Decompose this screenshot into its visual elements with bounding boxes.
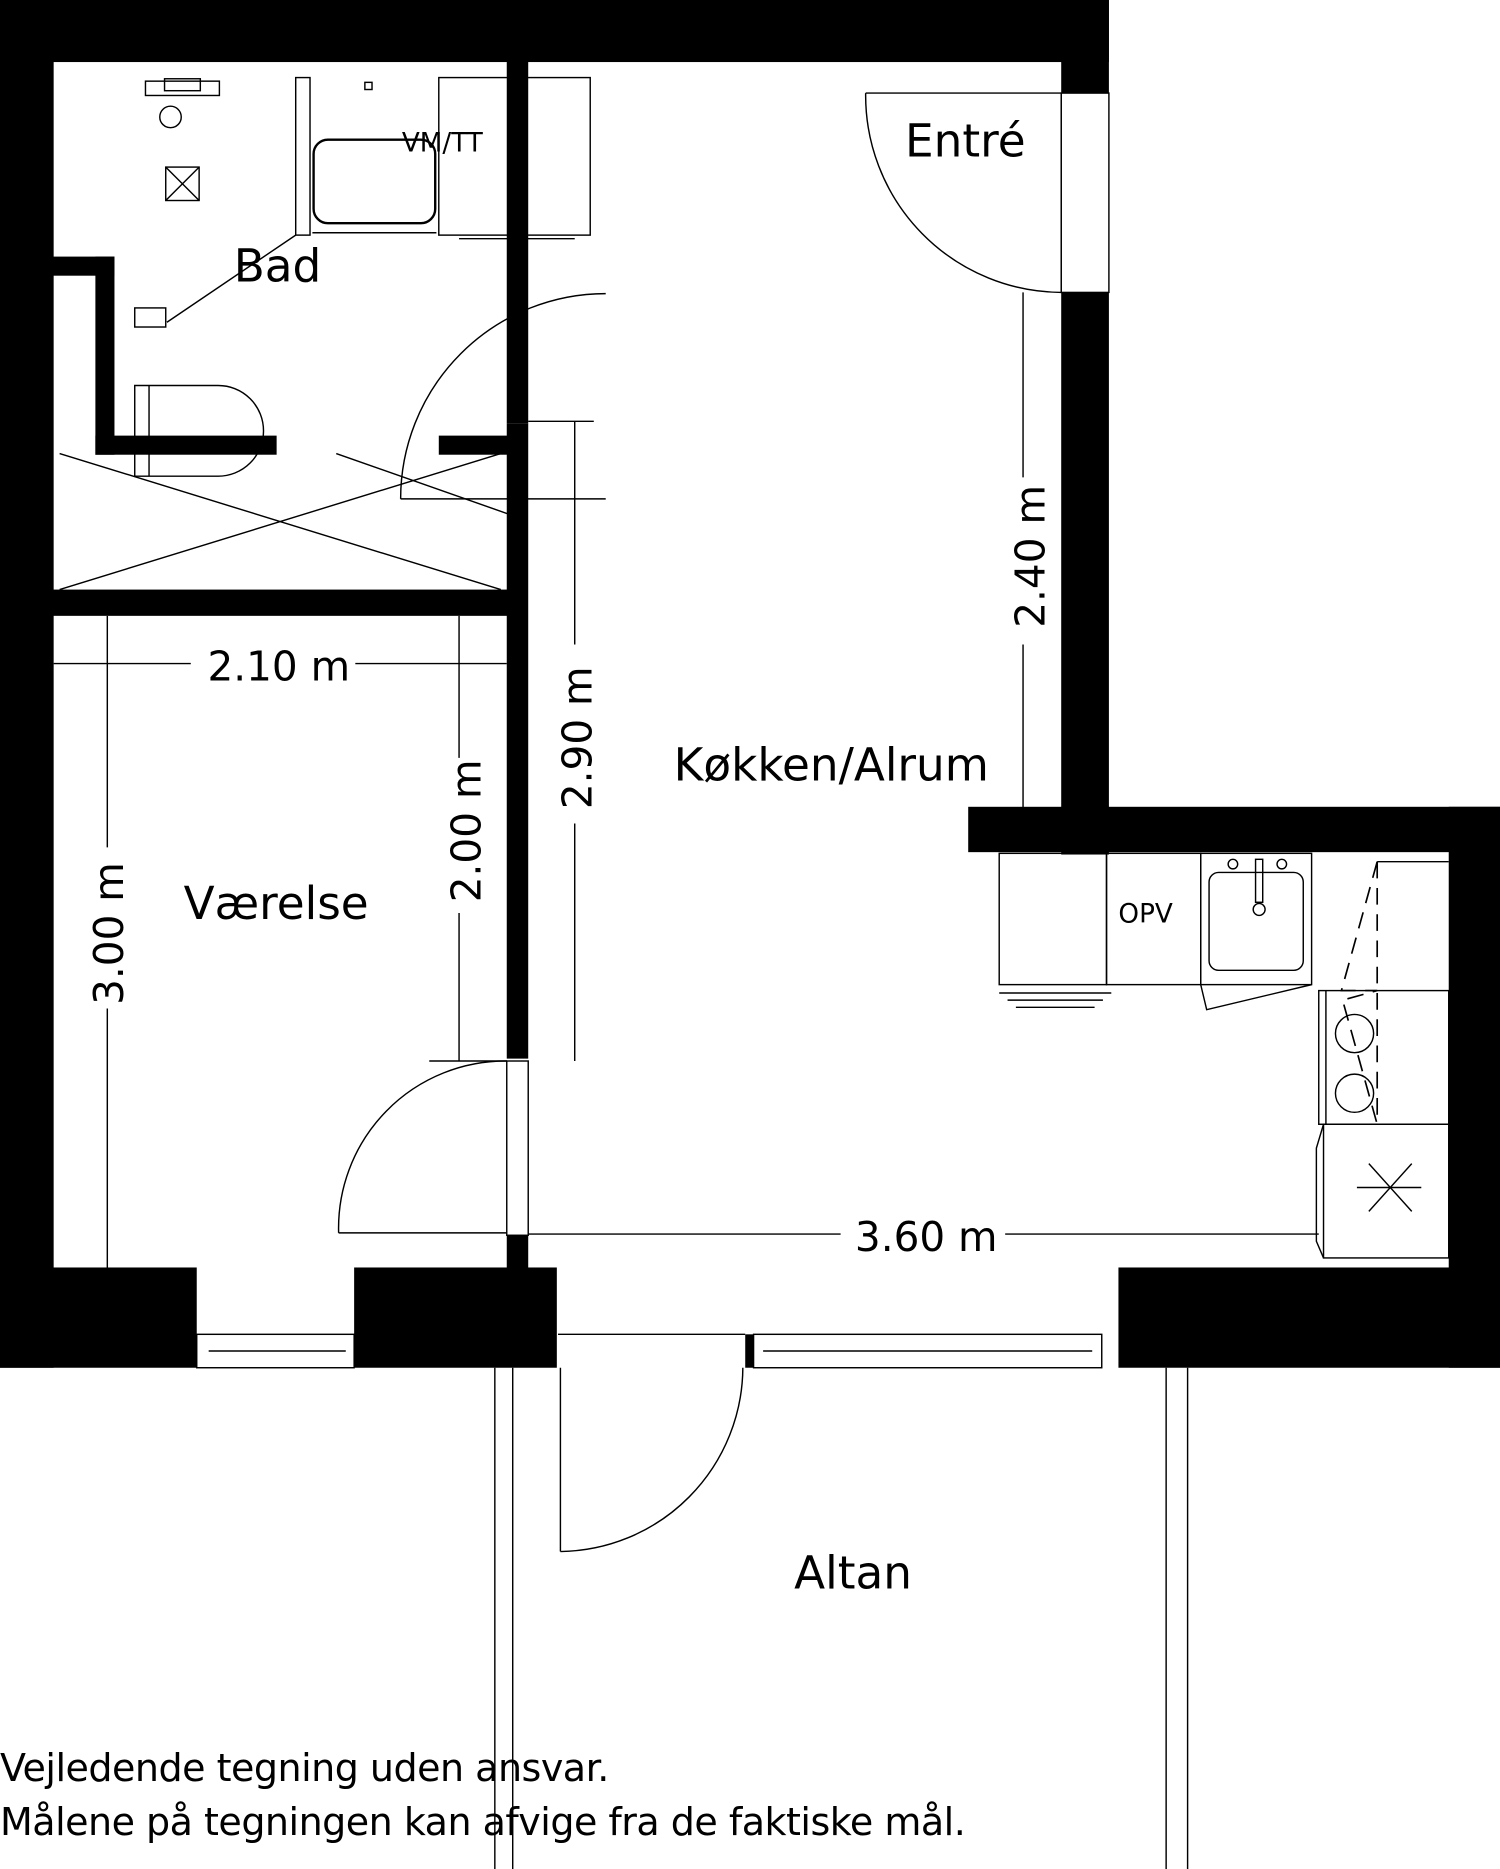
dimension-entre-length: 2.40 m: [1007, 485, 1055, 628]
dimension-kitchen-width: 3.60 m: [855, 1213, 998, 1261]
kitchen-fixtures: [998, 852, 1450, 1259]
bathroom-fixtures: [134, 76, 606, 518]
dimension-bedroom-inner: 2.00 m: [443, 760, 491, 903]
windows: [196, 1333, 1103, 1369]
dimension-kitchen-length: 2.90 m: [553, 666, 601, 809]
bedroom-door: [337, 1060, 529, 1236]
storage-closet: [59, 452, 502, 591]
room-label-bad: Bad: [234, 240, 322, 293]
room-label-kitchen: Køkken/Alrum: [674, 739, 989, 792]
balcony-outline: [494, 1367, 1189, 1869]
disclaimer-line-2: Målene på tegningen kan afvige fra de fa…: [0, 1800, 966, 1844]
walls: [0, 0, 1500, 1368]
fixture-label-dishwasher: OPV: [1118, 900, 1172, 930]
entrance-door: [864, 92, 1110, 294]
room-label-entre: Entré: [905, 114, 1026, 167]
fixture-label-washer: VM/TT: [402, 129, 484, 159]
room-label-bedroom: Værelse: [184, 877, 369, 930]
dimension-bedroom-length: 3.00 m: [85, 862, 133, 1005]
disclaimer-line-1: Vejledende tegning uden ansvar.: [0, 1746, 609, 1790]
dimension-bedroom-width: 2.10 m: [207, 642, 350, 690]
dimension-lines: [53, 292, 1319, 1268]
room-label-balcony: Altan: [794, 1547, 912, 1600]
